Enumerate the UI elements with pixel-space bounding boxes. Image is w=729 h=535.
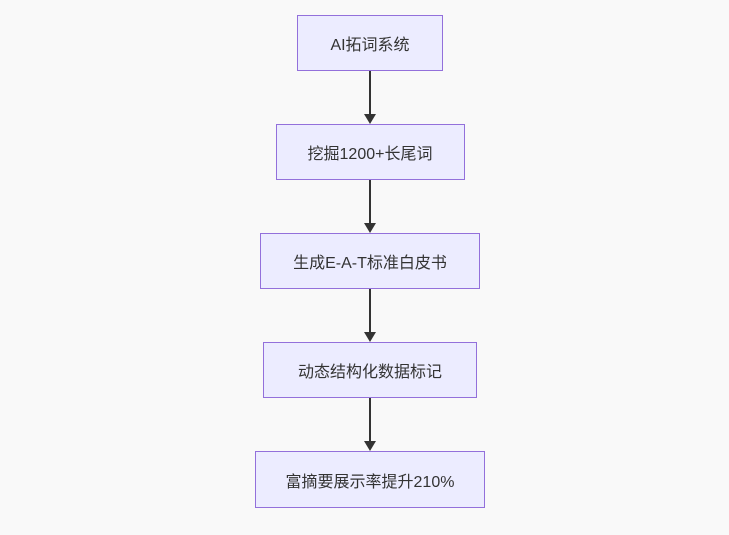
flow-arrow-4: [364, 398, 376, 451]
flow-arrow-3: [364, 289, 376, 342]
flowchart-node-rich-snippet-uplift: 富摘要展示率提升210%: [255, 451, 485, 508]
flowchart-node-ai-keyword-system: AI拓词系统: [297, 15, 443, 71]
flowchart: AI拓词系统 挖掘1200+长尾词 生成E-A-T标准白皮书 动态结构化数据标记…: [255, 15, 485, 508]
flowchart-node-eat-whitepaper: 生成E-A-T标准白皮书: [260, 233, 480, 289]
arrow-line: [369, 71, 371, 114]
flow-arrow-1: [364, 71, 376, 124]
flow-arrow-2: [364, 180, 376, 233]
arrowhead-icon: [364, 441, 376, 451]
arrow-line: [369, 180, 371, 223]
arrow-line: [369, 398, 371, 441]
arrowhead-icon: [364, 114, 376, 124]
arrow-line: [369, 289, 371, 332]
arrowhead-icon: [364, 223, 376, 233]
flowchart-node-longtail-mining: 挖掘1200+长尾词: [275, 124, 465, 180]
flowchart-node-structured-data-markup: 动态结构化数据标记: [263, 342, 477, 398]
arrowhead-icon: [364, 332, 376, 342]
